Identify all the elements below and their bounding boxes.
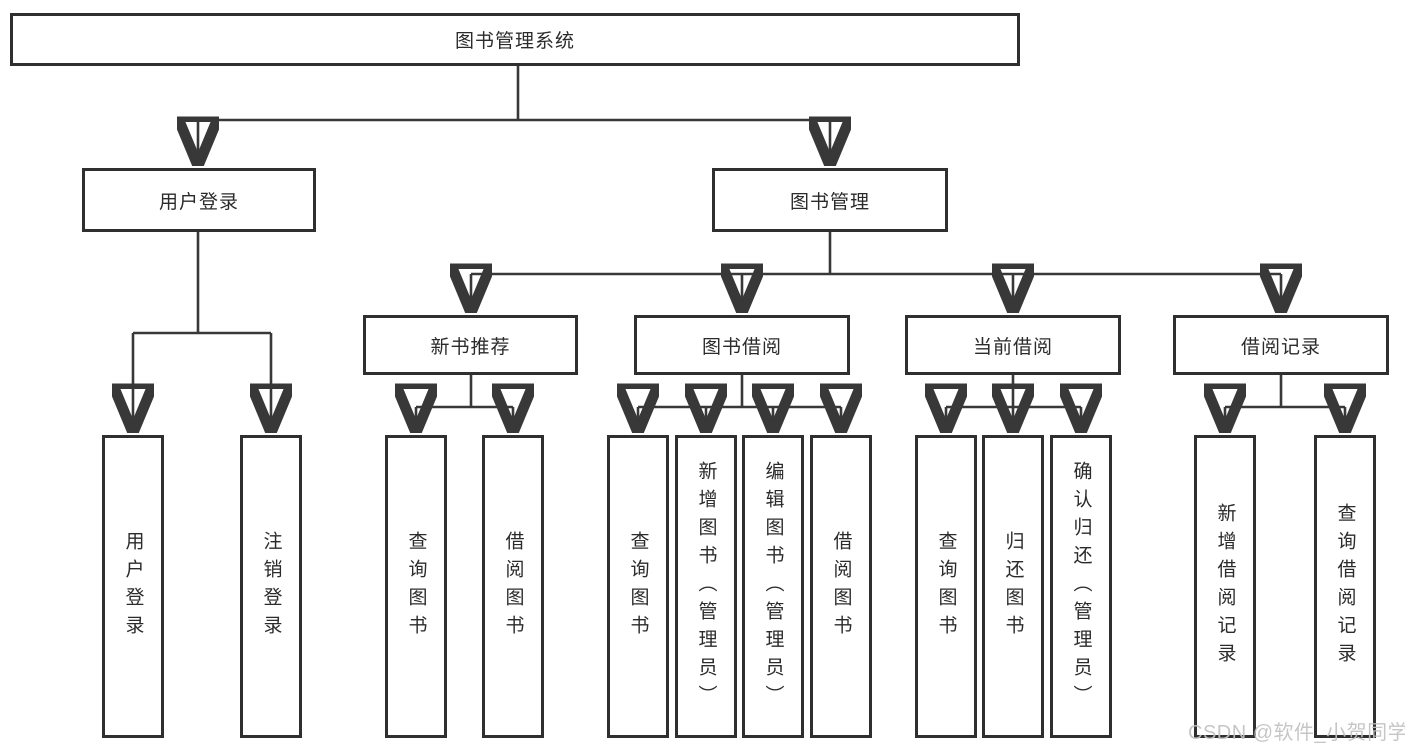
leaf-confirm-return-admin-label: 确认归还（管理员）	[1070, 460, 1092, 713]
leaf-query-books-borrow-label: 查询图书	[627, 530, 649, 643]
leaf-query-books-recommend: 查询图书	[385, 435, 447, 738]
node-borrowing-records-label: 借阅记录	[1240, 336, 1321, 358]
node-library-system: 图书管理系统	[10, 13, 1020, 66]
node-book-management: 图书管理	[712, 168, 948, 232]
leaf-logout: 注销登录	[240, 435, 302, 738]
leaf-logout-label: 注销登录	[260, 530, 282, 643]
leaf-query-books-current: 查询图书	[915, 435, 977, 738]
leaf-return-books-label: 归还图书	[1002, 530, 1024, 643]
leaf-edit-books-admin-label: 编辑图书（管理员）	[762, 460, 784, 713]
leaf-borrow-books-recommend: 借阅图书	[482, 435, 544, 738]
leaf-add-borrow-record: 新增借阅记录	[1194, 435, 1256, 738]
leaf-query-borrow-record: 查询借阅记录	[1314, 435, 1376, 738]
csdn-watermark: CSDN @软件_小贺同学	[1188, 722, 1405, 744]
leaf-add-borrow-record-label: 新增借阅记录	[1214, 502, 1236, 671]
node-current-borrowing-label: 当前借阅	[972, 336, 1053, 358]
leaf-borrow-books: 借阅图书	[810, 435, 872, 738]
node-book-borrowing-label: 图书借阅	[701, 336, 782, 358]
node-new-book-recommend-label: 新书推荐	[430, 336, 511, 358]
leaf-return-books: 归还图书	[982, 435, 1044, 738]
leaf-confirm-return-admin: 确认归还（管理员）	[1050, 435, 1112, 738]
leaf-query-books-borrow: 查询图书	[607, 435, 669, 738]
leaf-borrow-books-recommend-label: 借阅图书	[502, 530, 524, 643]
leaf-user-login: 用户登录	[102, 435, 164, 738]
leaf-add-books-admin-label: 新增图书（管理员）	[695, 460, 717, 713]
leaf-add-books-admin: 新增图书（管理员）	[675, 435, 737, 738]
leaf-user-login-label: 用户登录	[122, 530, 144, 643]
leaf-query-books-recommend-label: 查询图书	[405, 530, 427, 643]
leaf-query-borrow-record-label: 查询借阅记录	[1334, 502, 1356, 671]
node-book-management-label: 图书管理	[789, 191, 870, 213]
node-library-system-label: 图书管理系统	[454, 31, 575, 52]
node-current-borrowing: 当前借阅	[905, 315, 1121, 375]
leaf-edit-books-admin: 编辑图书（管理员）	[742, 435, 804, 738]
node-new-book-recommend: 新书推荐	[363, 315, 578, 375]
node-user-login: 用户登录	[82, 168, 316, 232]
leaf-query-books-current-label: 查询图书	[935, 530, 957, 643]
node-borrowing-records: 借阅记录	[1173, 315, 1389, 375]
leaf-borrow-books-label: 借阅图书	[830, 530, 852, 643]
node-book-borrowing: 图书借阅	[634, 315, 850, 375]
node-user-login-label: 用户登录	[158, 191, 239, 213]
